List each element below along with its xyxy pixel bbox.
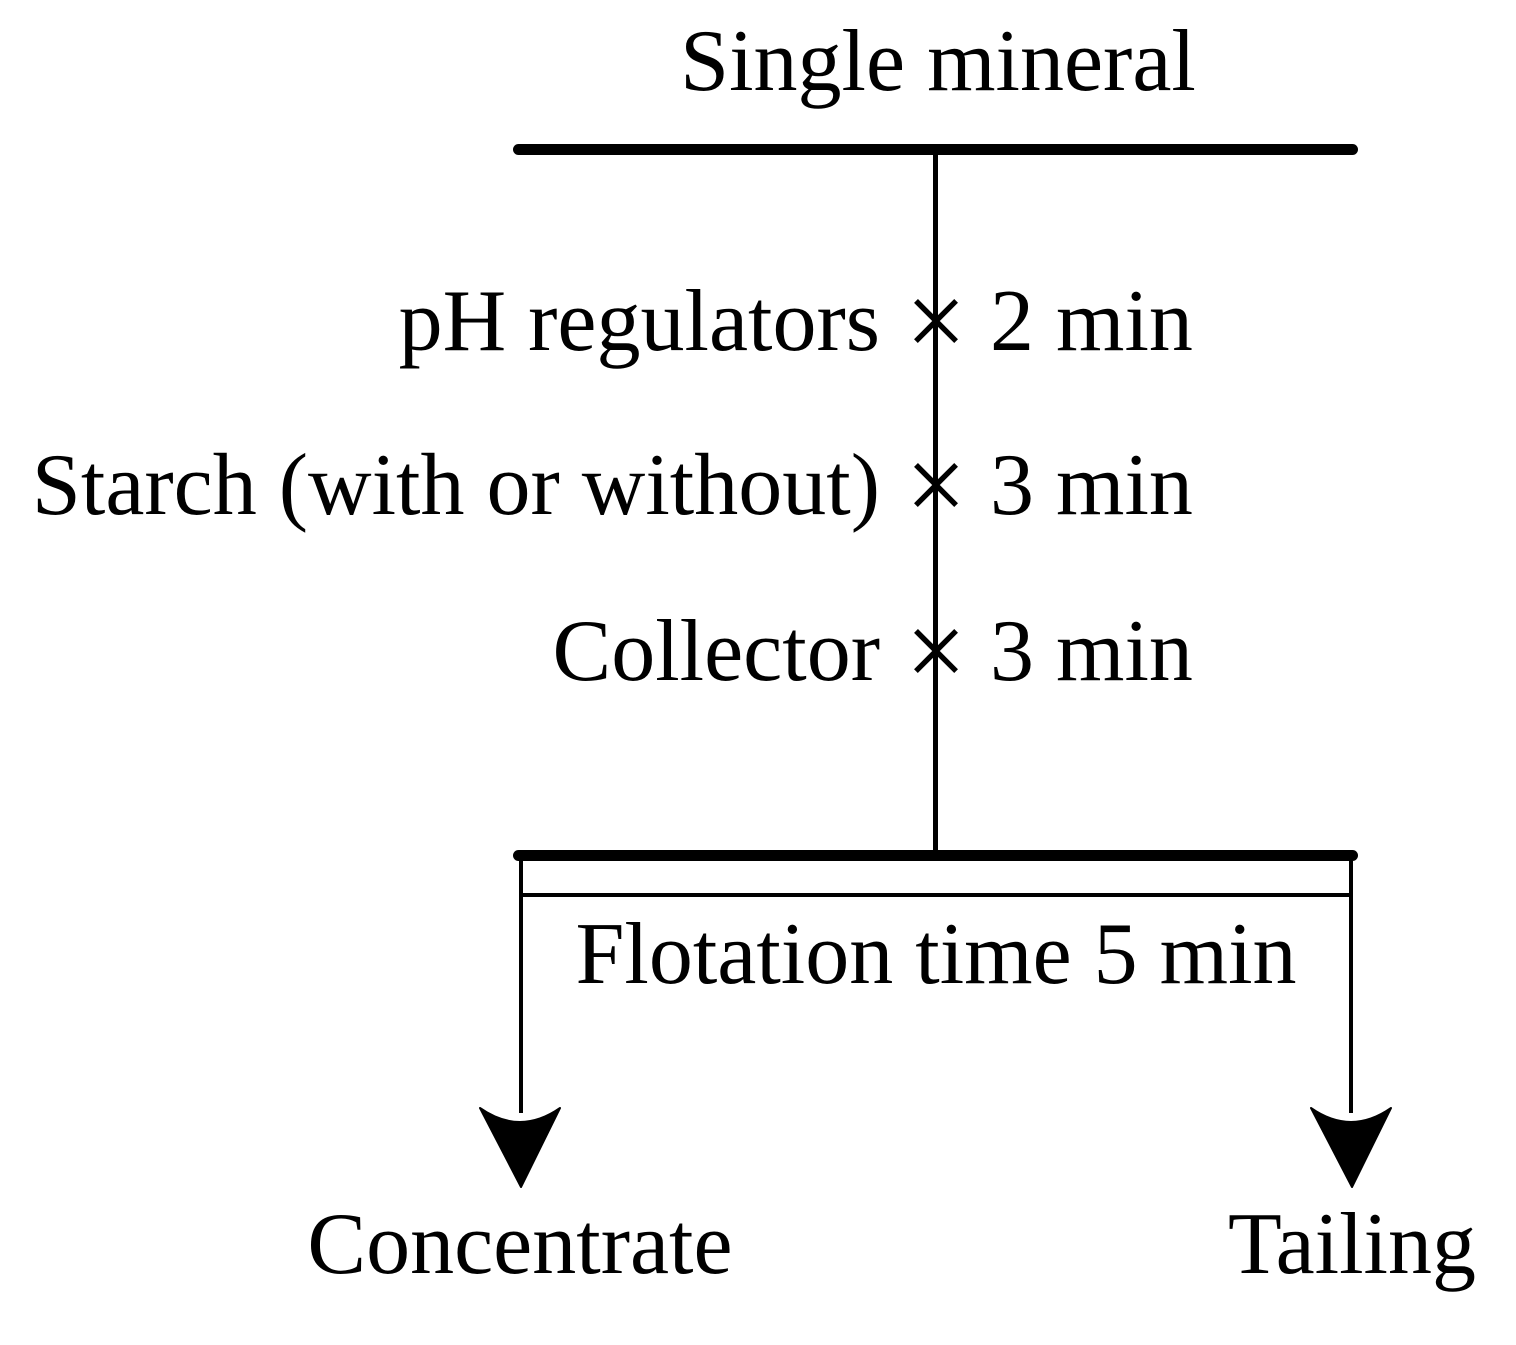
step-duration: 3 min [990, 437, 1193, 534]
conditioning-line [933, 154, 938, 856]
step-label: Starch (with or without) [31, 437, 880, 534]
multiply-icon: × [905, 262, 967, 381]
step-row-ph-regulators: pH regulators × 2 min [0, 262, 1516, 382]
step-label: pH regulators [398, 273, 880, 370]
arrow-down-icon [479, 1107, 561, 1188]
process-label: Flotation time 5 min [575, 906, 1297, 1003]
step-label: Collector [552, 603, 880, 700]
arrow-down-icon [1310, 1107, 1392, 1188]
cell-top-bar-line [513, 850, 1358, 861]
diagram-title: Single mineral [680, 13, 1196, 110]
step-duration: 3 min [990, 603, 1193, 700]
multiply-icon: × [905, 426, 967, 545]
cell-froth-line [519, 893, 1353, 897]
step-row-collector: Collector × 3 min [0, 592, 1516, 712]
step-duration: 2 min [990, 273, 1193, 370]
tailing-stream-line [1349, 861, 1353, 1113]
output-tailing-label: Tailing [1227, 1196, 1477, 1293]
concentrate-stream-line [519, 861, 523, 1113]
multiply-icon: × [905, 592, 967, 711]
feed-bar-line [513, 144, 1358, 155]
output-concentrate-label: Concentrate [307, 1196, 733, 1293]
step-row-starch: Starch (with or without) × 3 min [0, 426, 1516, 546]
